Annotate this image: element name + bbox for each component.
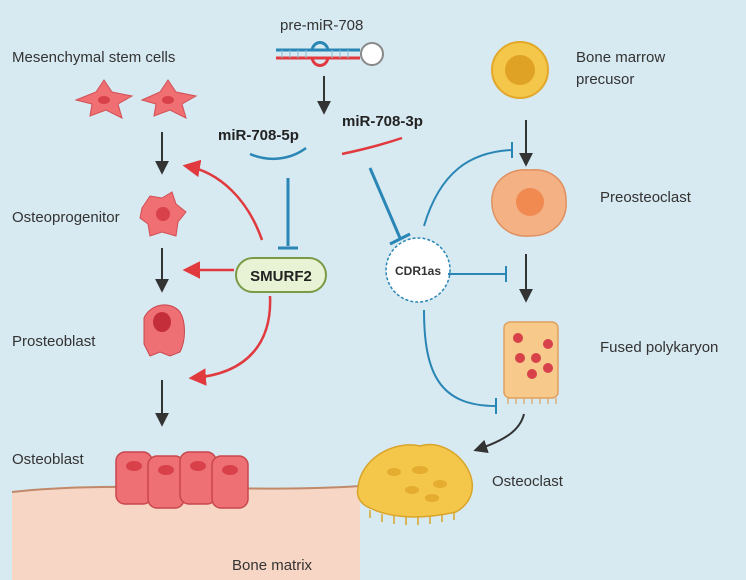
preosteoclast-cell (491, 169, 567, 237)
bone-marrow-label-line1: Bone marrow (576, 49, 665, 66)
msc-label: Mesenchymal stem cells (12, 49, 175, 66)
mir-708-5p-label: miR-708-5p (218, 127, 299, 144)
osteoprogenitor-label: Osteoprogenitor (12, 209, 120, 226)
bone-matrix-label: Bone matrix (232, 557, 313, 574)
smurf2-node (235, 257, 327, 293)
prosteoblast-label: Prosteoblast (12, 333, 96, 350)
prosteoblast-cell (143, 304, 185, 357)
mir-708-3p-label: miR-708-3p (342, 113, 423, 130)
osteoprogenitor-cell (139, 191, 187, 237)
osteoclast-label: Osteoclast (492, 473, 564, 490)
bone-marrow-precursor-cell (491, 41, 549, 99)
mir-708-3p-strand (341, 136, 403, 156)
pre-mir-label: pre-miR-708 (280, 17, 363, 34)
preosteoclast-label: Preosteoclast (600, 189, 692, 206)
fused-polykaryon-label: Fused polykaryon (600, 339, 718, 356)
smurf2-label: SMURF2 (250, 268, 312, 285)
bone-matrix (12, 486, 360, 580)
osteoblast-cells (115, 451, 249, 509)
osteoblast-label: Osteoblast (12, 451, 85, 468)
cdr1as-label: CDR1as (395, 264, 441, 278)
pre-mir-hairpin-icon (276, 41, 384, 67)
bone-marrow-label-line2: precusor (576, 71, 634, 88)
mir-708-5p-strand (249, 146, 307, 161)
cdr1as-circrna-icon (385, 237, 451, 303)
osteoclast-cell (356, 443, 474, 525)
mesenchymal-stem-cells (74, 79, 198, 119)
fused-polykaryon-cell (503, 321, 559, 404)
